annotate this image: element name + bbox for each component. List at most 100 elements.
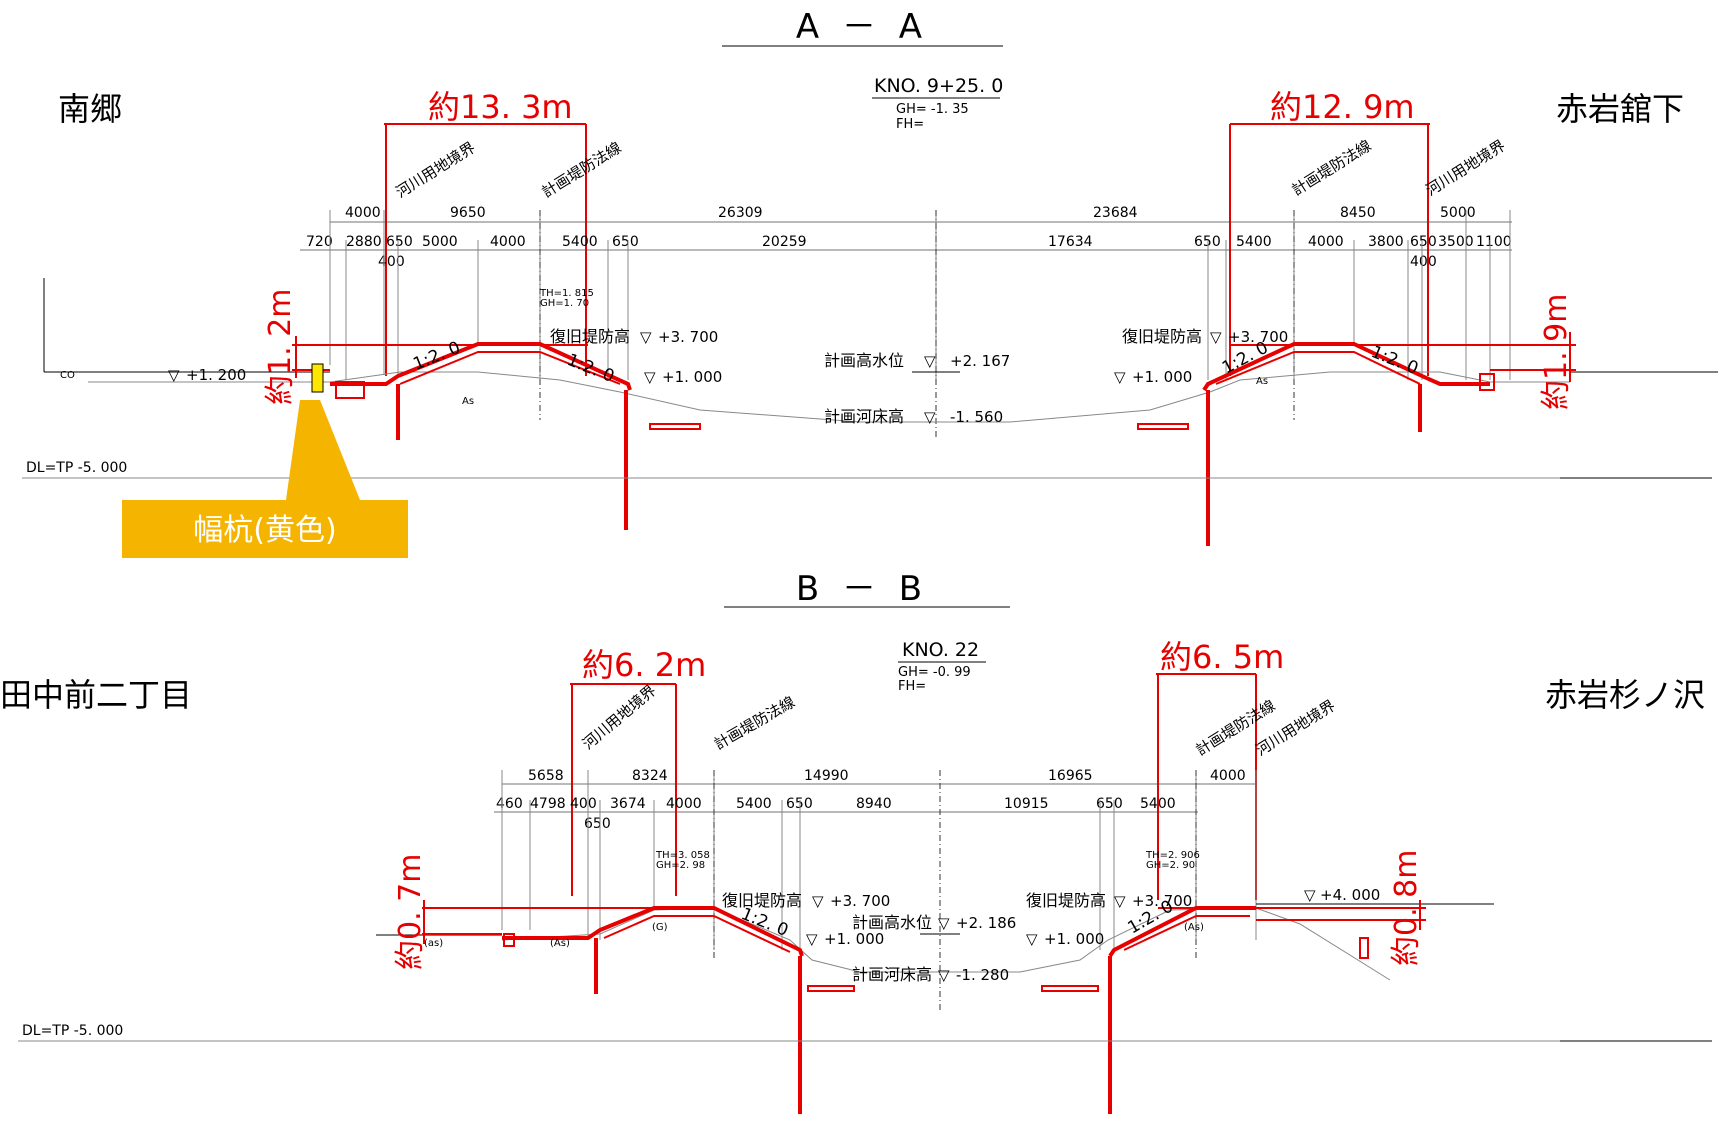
section-a-fh: FH= [896,117,924,132]
dim-label: 10915 [1004,796,1049,812]
section-a-left-width: 約13. 3m [428,88,573,126]
dim-label: 9650 [450,205,486,221]
section-b-bed-label: 計画河床高 [852,965,932,984]
section-a-levee-right: 復旧堤防高 [1122,327,1202,346]
dim-label: 5400 [562,234,598,250]
section-b-dims-top: 5658 8324 14990 16965 4000 [528,768,1246,784]
section-b-g: (G) [652,922,668,933]
section-a-as-right: As [1256,376,1268,387]
section-b-fh: FH= [898,679,926,694]
dim-label: 5000 [422,234,458,250]
dim-label: 14990 [804,768,849,784]
section-b-levee-left: 復旧堤防高 [722,891,802,910]
section-a-bed-label: 計画河床高 [824,407,904,426]
section-a-existing-ground [88,371,1570,423]
dim-label: 460 [496,796,523,812]
dim-label: 5000 [1440,205,1476,221]
section-b-hwl-val: +2. 186 [956,914,1016,932]
callout-pointer [286,400,360,500]
dim-label: 650 [386,234,413,250]
section-b-as-left: (As) [550,938,570,949]
section-a-right-width: 約12. 9m [1270,88,1415,126]
section-b-right-bank-elev: +1. 000 [1044,930,1104,948]
section-b-left-bank-elev: +1. 000 [824,930,884,948]
section-a-left-ground-marker: ▽ [168,366,180,384]
section-b-datum: DL=TP -5. 000 [22,1023,123,1039]
section-b-right-width: 約6. 5m [1160,638,1284,676]
section-b-left-dike-line: 計画堤防法線 [711,693,798,754]
section-b-dims-mid: 460 4798 400 3674 4000 5400 650 8940 109… [496,796,1176,812]
section-b-hwl-label: 計画高水位 [852,913,932,932]
section-a-th: TH=1. 815 [539,288,594,299]
section-a-left-dike-line: 計画堤防法線 [539,138,625,201]
section-a-left-bank-marker: ▽ [644,368,656,386]
dim-label: 720 [306,234,333,250]
section-b-right-height: 約0. 8m [1389,850,1424,966]
section-a-co: CO [60,370,75,381]
section-b-left-drain [503,933,515,947]
section-a-left-height: 約1. 2m [263,289,298,405]
section-a: A － A KNO. 9+25. 0 GH= -1. 35 FH= 南郷 赤岩舘… [22,7,1718,558]
dim-label: 4000 [1210,768,1246,784]
section-a-right-bank-marker: ▽ [1114,368,1126,386]
section-a-station: KNO. 9+25. 0 [874,75,1003,97]
section-a-right-drain [1479,373,1495,391]
section-b-left-foot-protection [807,985,855,992]
dim-label: 4000 [345,205,381,221]
section-b-gh-left: GH=2. 98 [656,860,705,871]
dim-label: 650 [1410,234,1437,250]
dim-label: 8324 [632,768,668,784]
dim-label: 1100 [1476,234,1512,250]
dim-label: 4000 [666,796,702,812]
section-a-hwl-label: 計画高水位 [824,351,904,370]
section-a-title: A － A [796,7,928,47]
section-b-hwl-marker: ▽ [938,914,950,932]
section-b-levee-left-marker: ▽ [812,892,824,910]
section-b-bed-val: -1. 280 [956,966,1009,984]
section-b: B － B KNO. 22 GH= -0. 99 FH= 田中前二丁目 赤岩杉ノ… [0,569,1712,1114]
section-b-station: KNO. 22 [902,639,979,661]
section-a-right-bank-elev: +1. 000 [1132,368,1192,386]
section-b-levee-right-val: +3. 700 [1132,892,1192,910]
section-b-left-width: 約6. 2m [582,646,706,684]
section-a-right-height: 約1. 9m [1539,294,1574,410]
dim-label: 650 [1096,796,1123,812]
section-b-left-bank-marker: ▽ [806,930,818,948]
section-a-left-foot-protection [649,423,701,430]
dim-label: 400 [1410,254,1437,270]
section-b-left-height: 約0. 7m [393,854,428,970]
section-a-right-dike-line: 計画堤防法線 [1289,136,1375,199]
section-a-levee-left-val: +3. 700 [658,328,718,346]
section-a-right-boundary: 河川用地境界 [1423,136,1509,199]
section-b-right-drain [1359,937,1369,959]
section-a-levee-right-marker: ▽ [1210,328,1222,346]
dim-label: 20259 [762,234,807,250]
section-b-th-left: TH=3. 058 [655,850,710,861]
section-a-left-levee-inner [399,351,621,385]
section-a-dims-top: 4000 9650 26309 23684 8450 5000 [345,205,1476,221]
section-b-th-gh-right: TH=2. 906 GH=2. 90 [1145,850,1203,871]
dim-label: 400 [378,254,405,270]
section-b-right-place: 赤岩杉ノ沢 [1545,676,1705,714]
section-a-right-levee-inner [1215,351,1421,385]
section-b-right-ground-marker: ▽ [1304,886,1316,904]
section-b-right-levee-inner [1123,915,1250,951]
callout-box [122,500,408,558]
dim-label: 5400 [736,796,772,812]
section-b-gh-right: GH=2. 90 [1146,860,1195,871]
section-b-left-boundary: 河川用地境界 [579,681,660,753]
section-b-extension-lines [501,770,1257,950]
dim-label: 650 [1194,234,1221,250]
dim-label: 650 [786,796,813,812]
section-a-gh: GH= -1. 35 [896,102,969,117]
section-a-right-foot-protection [1137,423,1189,430]
section-b-levee-left-val: +3. 700 [830,892,890,910]
section-b-right-ground-elev: +4. 000 [1320,886,1380,904]
section-a-datum: DL=TP -5. 000 [26,460,127,476]
dim-label: 8940 [856,796,892,812]
dim-label: 16965 [1048,768,1093,784]
section-a-gh2: GH=1. 70 [540,298,589,309]
section-a-hwl-marker: ▽ [924,352,936,370]
section-b-as-small: (as) [424,938,443,949]
